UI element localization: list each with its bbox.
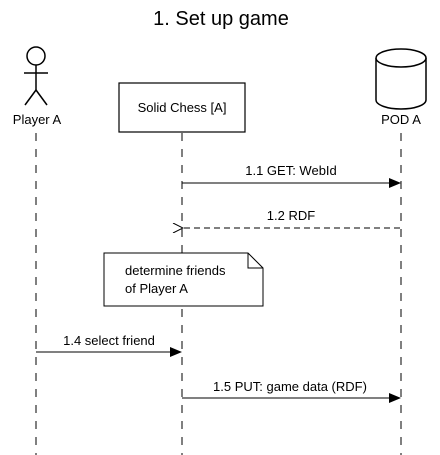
note-line-1: determine friends [125,263,226,278]
message-1-1: 1.1 GET: WebId [245,163,337,178]
message-1-4: 1.4 select friend [63,333,155,348]
message-1-2: 1.2 RDF [267,208,315,223]
message-1-5: 1.5 PUT: game data (RDF) [213,379,367,394]
participant-box-solid-chess [118,82,246,133]
diagram-title: 1. Set up game [153,8,289,30]
note-line-2: of Player A [125,281,188,296]
database-icon [375,48,427,110]
participant-solid-chess: Solid Chess [A] [138,100,227,115]
note [103,252,264,307]
actor-icon [24,46,48,106]
participant-player-a: Player A [13,112,62,127]
participant-pod-a: POD A [381,112,421,127]
